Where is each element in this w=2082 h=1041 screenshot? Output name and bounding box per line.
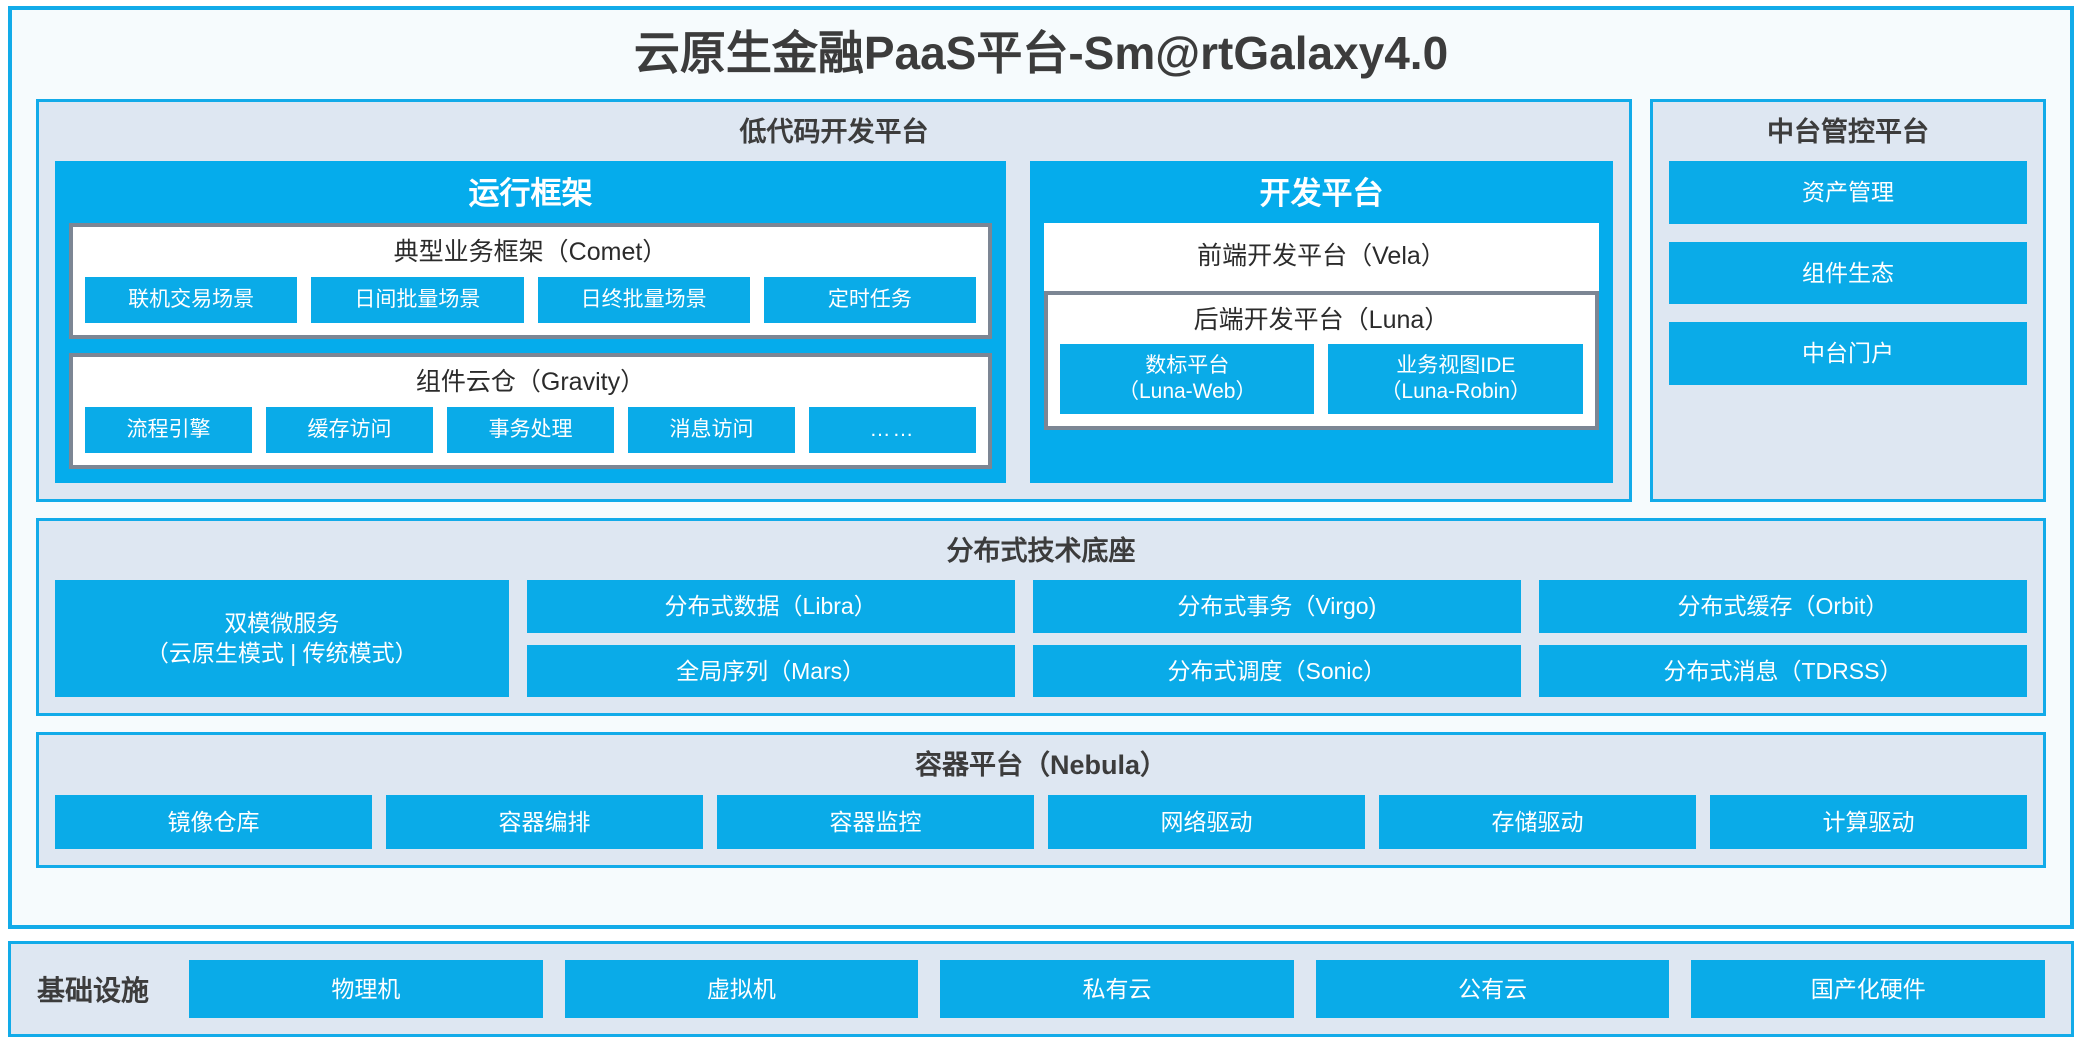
gravity-item-more[interactable]: …… [809, 406, 976, 453]
infra-item-virtual-machine[interactable]: 虚拟机 [564, 959, 919, 1018]
tech-item-libra[interactable]: 分布式数据（Libra） [526, 580, 1015, 633]
comet-title: 典型业务框架（Comet） [393, 238, 668, 267]
lowcode-platform-title: 低代码开发平台 [739, 116, 929, 147]
container-item-orchestration[interactable]: 容器编排 [386, 794, 703, 850]
dual-mode-microservice-wrapper: 双模微服务 （云原生模式 | 传统模式） [55, 580, 509, 698]
gravity-item[interactable]: 事务处理 [447, 406, 614, 453]
page-title: 云原生金融PaaS平台-Sm@rtGalaxy4.0 [633, 27, 1449, 79]
distributed-tech-base-title: 分布式技术底座 [946, 535, 1136, 566]
tech-column-2: 分布式事务（Virgo) 分布式调度（Sonic） [1032, 580, 1521, 698]
luna-web-item[interactable]: 数标平台 （Luna-Web） [1059, 344, 1315, 414]
tech-item-orbit[interactable]: 分布式缓存（Orbit） [1538, 580, 2028, 633]
infrastructure-label: 基础设施 [37, 974, 150, 1006]
distributed-tech-base-body: 双模微服务 （云原生模式 | 传统模式） 分布式数据（Libra） 全局序列（M… [55, 580, 2028, 698]
container-item-image-registry[interactable]: 镜像仓库 [55, 794, 372, 850]
dual-mode-line1: 双模微服务 [224, 609, 340, 636]
midoffice-item-portal[interactable]: 中台门户 [1669, 322, 2027, 385]
tech-item-tdrss[interactable]: 分布式消息（TDRSS） [1538, 644, 2028, 698]
container-platform-section: 容器平台（Nebula） 镜像仓库 容器编排 容器监控 网络驱动 存储驱动 计算… [36, 732, 2046, 869]
development-platform-title: 开发平台 [1259, 176, 1384, 212]
comet-item[interactable]: 联机交易场景 [85, 276, 298, 324]
dual-mode-microservice-item[interactable]: 双模微服务 （云原生模式 | 传统模式） [55, 580, 509, 698]
infra-item-private-cloud[interactable]: 私有云 [940, 959, 1294, 1018]
container-item-network-driver[interactable]: 网络驱动 [1048, 794, 1365, 850]
distributed-tech-base-section: 分布式技术底座 双模微服务 （云原生模式 | 传统模式） 分布式数据（Libra… [36, 517, 2046, 717]
midoffice-item-asset-management[interactable]: 资产管理 [1669, 161, 2027, 224]
container-platform-items: 镜像仓库 容器编排 容器监控 网络驱动 存储驱动 计算驱动 [55, 794, 2027, 850]
container-platform-title: 容器平台（Nebula） [914, 750, 1168, 781]
infra-item-physical-machine[interactable]: 物理机 [189, 959, 543, 1018]
luna-robin-item[interactable]: 业务视图IDE （Luna-Robin） [1328, 344, 1583, 414]
tech-column-3: 分布式缓存（Orbit） 分布式消息（TDRSS） [1538, 580, 2028, 698]
lowcode-columns: 运行框架 典型业务框架（Comet） 联机交易场景 日间批量场景 日终批量场景 … [55, 161, 1613, 483]
gravity-item[interactable]: 缓存访问 [266, 406, 433, 453]
comet-item[interactable]: 日间批量场景 [311, 276, 524, 324]
runtime-framework-title: 运行框架 [468, 176, 593, 212]
infrastructure-items: 物理机 虚拟机 私有云 公有云 国产化硬件 [189, 959, 2045, 1018]
tech-item-mars[interactable]: 全局序列（Mars） [526, 644, 1015, 698]
lowcode-platform-section: 低代码开发平台 运行框架 典型业务框架（Comet） 联机交易场景 日间批量场景… [36, 98, 1632, 502]
midoffice-control-section: 中台管控平台 资产管理 组件生态 中台门户 [1650, 98, 2046, 502]
comet-card: 典型业务框架（Comet） 联机交易场景 日间批量场景 日终批量场景 定时任务 [69, 223, 992, 340]
container-item-compute-driver[interactable]: 计算驱动 [1710, 794, 2027, 850]
container-item-storage-driver[interactable]: 存储驱动 [1379, 794, 1696, 850]
tech-column-1: 分布式数据（Libra） 全局序列（Mars） [526, 580, 1015, 698]
container-item-monitoring[interactable]: 容器监控 [717, 794, 1034, 850]
luna-backend-card: 后端开发平台（Luna） 数标平台 （Luna-Web） 业务视图IDE （Lu… [1043, 290, 1599, 430]
comet-items: 联机交易场景 日间批量场景 日终批量场景 定时任务 [85, 276, 976, 324]
tech-item-sonic[interactable]: 分布式调度（Sonic） [1032, 644, 1521, 698]
dual-mode-line2: （云原生模式 | 传统模式） [145, 639, 418, 666]
gravity-item[interactable]: 流程引擎 [85, 406, 252, 453]
development-platform-panel: 开发平台 前端开发平台（Vela） 后端开发平台（Luna） 数标平台 （Lun… [1029, 161, 1613, 483]
runtime-framework-panel: 运行框架 典型业务框架（Comet） 联机交易场景 日间批量场景 日终批量场景 … [55, 161, 1006, 483]
gravity-item[interactable]: 消息访问 [628, 406, 795, 453]
midoffice-items: 资产管理 组件生态 中台门户 [1669, 161, 2027, 482]
infra-item-domestic-hardware[interactable]: 国产化硬件 [1691, 959, 2045, 1018]
luna-robin-line1: 业务视图IDE [1396, 354, 1516, 378]
luna-web-line1: 数标平台 [1145, 354, 1230, 378]
luna-backend-title: 后端开发平台（Luna） [1193, 305, 1450, 334]
upper-zone: 低代码开发平台 运行框架 典型业务框架（Comet） 联机交易场景 日间批量场景… [36, 98, 2046, 502]
infrastructure-section: 基础设施 物理机 虚拟机 私有云 公有云 国产化硬件 [8, 940, 2074, 1037]
infra-item-public-cloud[interactable]: 公有云 [1315, 959, 1670, 1018]
luna-robin-line2: （Luna-Robin） [1380, 379, 1532, 403]
main-platform-panel: 云原生金融PaaS平台-Sm@rtGalaxy4.0 低代码开发平台 运行框架 … [8, 6, 2074, 929]
vela-frontend-platform[interactable]: 前端开发平台（Vela） [1043, 223, 1599, 291]
gravity-title: 组件云仓（Gravity） [415, 368, 646, 397]
comet-item[interactable]: 定时任务 [763, 276, 976, 324]
comet-item[interactable]: 日终批量场景 [537, 276, 750, 324]
luna-items: 数标平台 （Luna-Web） 业务视图IDE （Luna-Robin） [1059, 344, 1583, 414]
midoffice-item-component-ecosystem[interactable]: 组件生态 [1669, 241, 2027, 305]
midoffice-control-title: 中台管控平台 [1767, 116, 1929, 147]
tech-item-virgo[interactable]: 分布式事务（Virgo) [1032, 580, 1521, 633]
gravity-card: 组件云仓（Gravity） 流程引擎 缓存访问 事务处理 消息访问 …… [69, 353, 992, 469]
luna-web-line2: （Luna-Web） [1117, 379, 1257, 403]
gravity-items: 流程引擎 缓存访问 事务处理 消息访问 …… [85, 406, 976, 453]
